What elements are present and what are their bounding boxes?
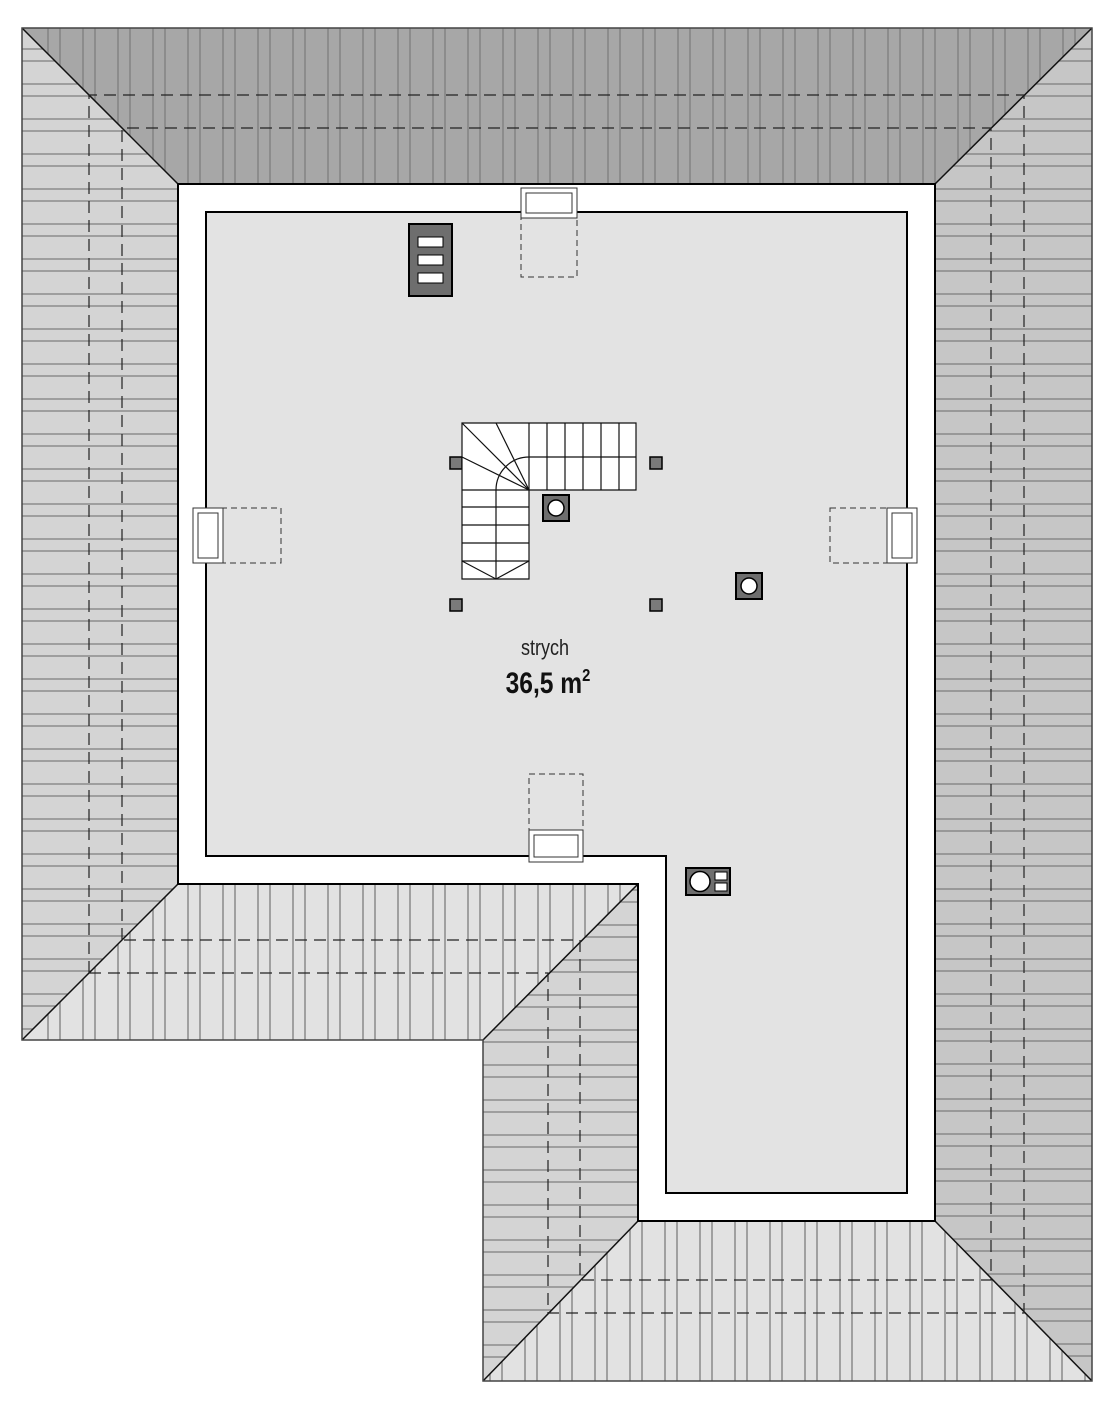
roof-facet-bottom <box>483 1221 1092 1381</box>
room-area-value: 36,5 m <box>506 666 583 700</box>
column <box>449 598 463 612</box>
flue-chimney-2 <box>735 572 763 600</box>
skylight-right <box>829 507 918 564</box>
column <box>649 598 663 612</box>
attic-floor <box>205 211 908 1194</box>
roof-outline <box>21 27 1093 1382</box>
skylight-left <box>192 507 282 564</box>
room-name: strych <box>521 636 569 660</box>
eaves-dashed-lines <box>88 94 1025 1314</box>
room-area-unit-superscript: 2 <box>582 666 590 686</box>
skylight-top <box>520 187 578 278</box>
skylight-bottom <box>528 773 584 863</box>
column <box>649 456 663 470</box>
ventilation-chimney <box>408 223 453 297</box>
roof-facet-top <box>22 28 1092 184</box>
roof-hip-lines <box>21 27 1093 1382</box>
flue-chimney-1 <box>542 494 570 522</box>
columns <box>449 456 663 612</box>
combined-chimney <box>685 867 731 896</box>
roof-facet-right <box>935 28 1092 1381</box>
roof-facet-wing-top <box>22 884 638 1040</box>
room-area: 36,5 m2 <box>506 666 591 700</box>
roof-facet-wing-side <box>483 884 638 1381</box>
roof <box>21 27 1093 1382</box>
tile-lines <box>935 48 1092 1380</box>
staircase <box>461 422 637 580</box>
roof-facet-left <box>22 28 178 1040</box>
column <box>449 456 463 470</box>
